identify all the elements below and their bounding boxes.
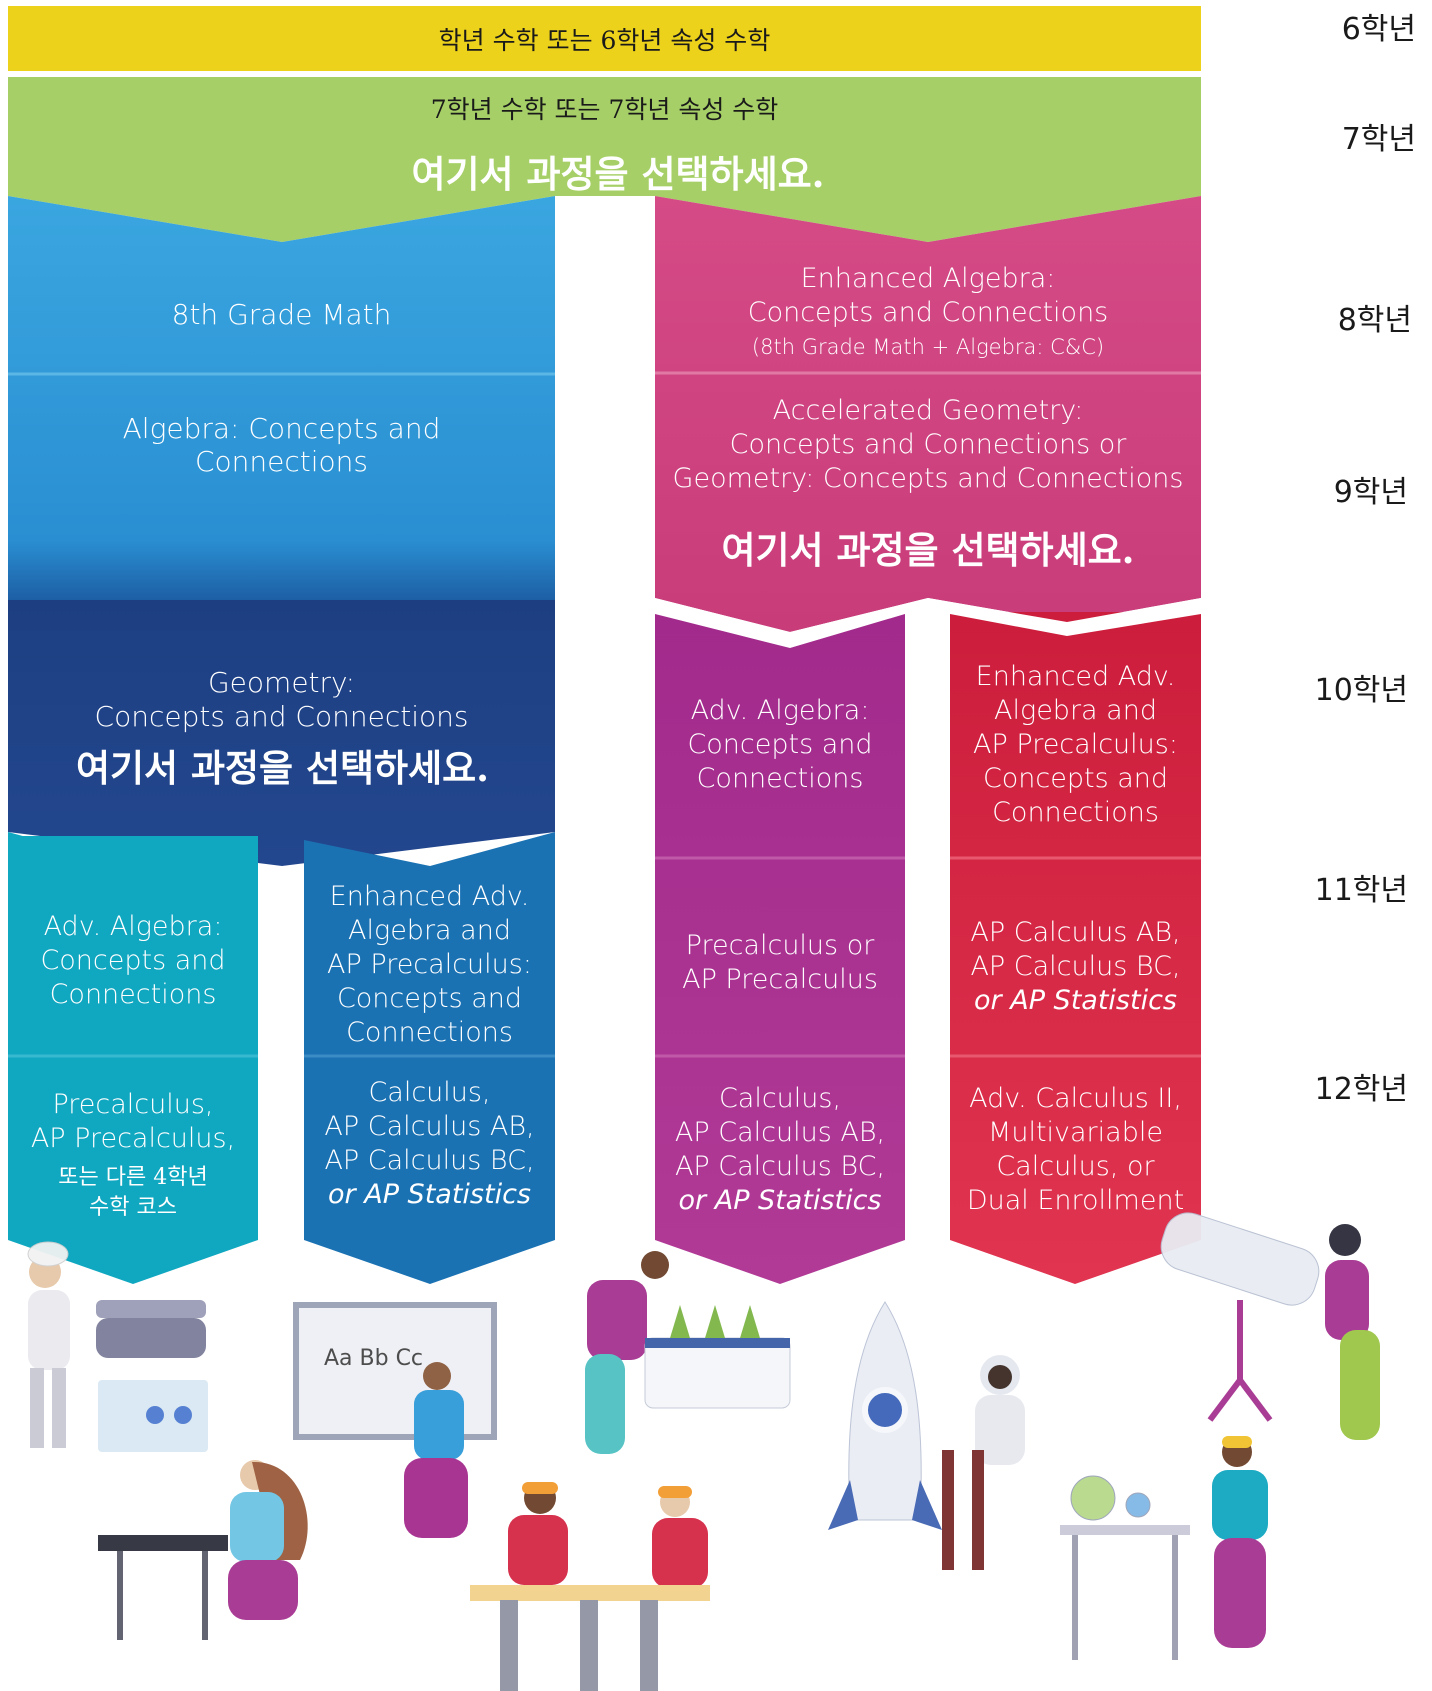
right-c-g12-line4: or AP Statistics	[678, 1185, 882, 1216]
right-c-g12-line3: AP Calculus BC,	[674, 1151, 886, 1182]
left-a-g12-line2: AP Precalculus,	[30, 1123, 236, 1154]
right-g8-line1: Enhanced Algebra:	[800, 262, 1056, 294]
left-b-g12-line1: Calculus,	[368, 1077, 491, 1108]
grade6-band-label: 학년 수학 또는 6학년 속성 수학	[438, 25, 771, 55]
keyboard	[98, 1535, 228, 1551]
left-a-g12-line1: Precalculus,	[52, 1089, 214, 1120]
grade-label-7: 7학년	[1341, 122, 1416, 157]
right-g9-line2: Concepts and Connections or	[729, 428, 1127, 460]
left-a-grade11-course: Adv. Algebra: Concepts and Connections	[8, 906, 258, 1016]
right-c-g11-line2: AP Precalculus	[682, 963, 878, 995]
right-c-g12-line2: AP Calculus AB,	[674, 1117, 886, 1148]
grade-label-6: 6학년	[1341, 12, 1416, 47]
right-column-pink	[655, 196, 1201, 632]
right-d-g10-line5: Connections	[992, 797, 1159, 828]
right-d-grade12-course: Adv. Calculus II, Multivariable Calculus…	[950, 1080, 1201, 1220]
left-grade8-course: 8th Grade Math	[171, 297, 392, 331]
right-grade9-choose-course: 여기서 과정을 선택하세요.	[721, 528, 1135, 572]
left-b-g12-line2: AP Calculus AB,	[324, 1111, 535, 1142]
grade-label-8: 8학년	[1337, 303, 1412, 338]
whiteboard	[293, 1302, 497, 1440]
right-d-g10-line1: Enhanced Adv.	[975, 661, 1176, 692]
right-g8-line2: Concepts and Connections	[747, 296, 1109, 328]
left-grade9-line2: Connections	[194, 445, 369, 478]
lab-table	[1060, 1525, 1190, 1535]
right-sub-d	[950, 612, 1201, 1284]
right-d-g11-line3: or AP Statistics	[974, 985, 1177, 1016]
left-a-g11-line1: Adv. Algebra:	[43, 911, 223, 942]
left-grade10-course: Geometry: Concepts and Connections	[8, 665, 555, 735]
grade6-band	[8, 6, 1201, 71]
left-b-g12-line4: or AP Statistics	[328, 1179, 531, 1210]
right-c-g10-line1: Adv. Algebra:	[690, 695, 870, 726]
left-column-navy	[8, 600, 555, 866]
right-c-g12-line1: Calculus,	[718, 1083, 842, 1114]
telescope	[1160, 1212, 1320, 1306]
grade-label-10: 10학년	[1314, 673, 1408, 708]
right-c-grade11-course: Precalculus or AP Precalculus	[655, 925, 905, 1000]
right-c-g11-line1: Precalculus or	[685, 929, 875, 961]
right-grade8-course: Enhanced Algebra: Concepts and Connectio…	[655, 260, 1201, 365]
left-a-grade12-course: Precalculus, AP Precalculus, 또는 다른 4학년 수…	[8, 1080, 258, 1230]
grade-label-9: 9학년	[1333, 475, 1408, 510]
grade7-choose-course: 여기서 과정을 선택하세요.	[411, 152, 825, 196]
left-a-g12-kor1: 또는 다른 4학년	[58, 1165, 208, 1190]
left-a-g11-line3: Connections	[49, 979, 217, 1010]
right-d-g12-line4: Dual Enrollment	[966, 1185, 1185, 1216]
right-d-g12-line2: Multivariable	[988, 1117, 1163, 1148]
left-grade9-course: Algebra: Concepts and Connections	[8, 410, 555, 480]
left-b-g11-line4: Concepts and	[336, 983, 523, 1014]
whiteboard-text: Aa Bb Cc	[324, 1346, 423, 1371]
right-c-grade12-course: Calculus, AP Calculus AB, AP Calculus BC…	[655, 1080, 905, 1220]
left-grade10-line2: Concepts and Connections	[94, 700, 469, 733]
right-d-g12-line1: Adv. Calculus II,	[969, 1083, 1182, 1114]
left-a-g11-line2: Concepts and	[40, 945, 226, 976]
left-b-g12-line3: AP Calculus BC,	[324, 1145, 535, 1176]
left-b-grade11-course: Enhanced Adv. Algebra and AP Precalculus…	[304, 880, 555, 1050]
right-d-g12-line3: Calculus, or	[996, 1151, 1155, 1182]
left-sub-a-cap	[8, 832, 258, 866]
right-d-g10-line2: Algebra and	[994, 695, 1157, 726]
right-c-g10-line3: Connections	[696, 763, 864, 794]
left-grade10-choose-course: 여기서 과정을 선택하세요.	[75, 746, 490, 790]
left-b-g11-line5: Connections	[346, 1017, 513, 1048]
left-column-blue	[8, 196, 555, 600]
left-b-g11-line3: AP Precalculus:	[327, 949, 532, 980]
right-grade9-course: Accelerated Geometry: Concepts and Conne…	[655, 392, 1201, 497]
left-sub-b	[304, 832, 555, 1284]
right-d-g11-line1: AP Calculus AB,	[970, 917, 1181, 948]
left-b-grade12-course: Calculus, AP Calculus AB, AP Calculus BC…	[304, 1074, 555, 1214]
grade7-band	[8, 77, 1201, 242]
right-c-g10-line2: Concepts and	[687, 729, 873, 760]
right-d-g10-line4: Concepts and	[982, 763, 1169, 794]
grade-label-12: 12학년	[1314, 1072, 1408, 1107]
left-a-g12-kor2: 수학 코스	[89, 1195, 177, 1220]
left-grade9-line1: Algebra: Concepts and	[122, 412, 441, 445]
right-c-grade10-course: Adv. Algebra: Concepts and Connections	[655, 690, 905, 800]
right-d-grade11-course: AP Calculus AB, AP Calculus BC, or AP St…	[950, 912, 1201, 1022]
right-g9-line3: Geometry: Concepts and Connections	[672, 462, 1184, 494]
right-g8-line3: (8th Grade Math + Algebra: C&C)	[751, 334, 1105, 359]
illustrations: Aa Bb Cc	[27, 1212, 1380, 1691]
left-b-g11-line2: Algebra and	[348, 915, 511, 946]
left-b-g11-line1: Enhanced Adv.	[329, 881, 530, 912]
right-d-g11-line2: AP Calculus BC,	[970, 951, 1181, 982]
right-d-g10-line3: AP Precalculus:	[973, 729, 1178, 760]
left-grade10-line1: Geometry:	[207, 666, 355, 699]
right-sub-c	[655, 612, 905, 1284]
right-g9-line1: Accelerated Geometry:	[772, 394, 1084, 426]
grade7-band-label: 7학년 수학 또는 7학년 속성 수학	[430, 95, 779, 124]
grade-label-11: 11학년	[1314, 873, 1408, 908]
right-d-grade10-course: Enhanced Adv. Algebra and AP Precalculus…	[950, 660, 1201, 830]
left-sub-a	[8, 836, 258, 1284]
